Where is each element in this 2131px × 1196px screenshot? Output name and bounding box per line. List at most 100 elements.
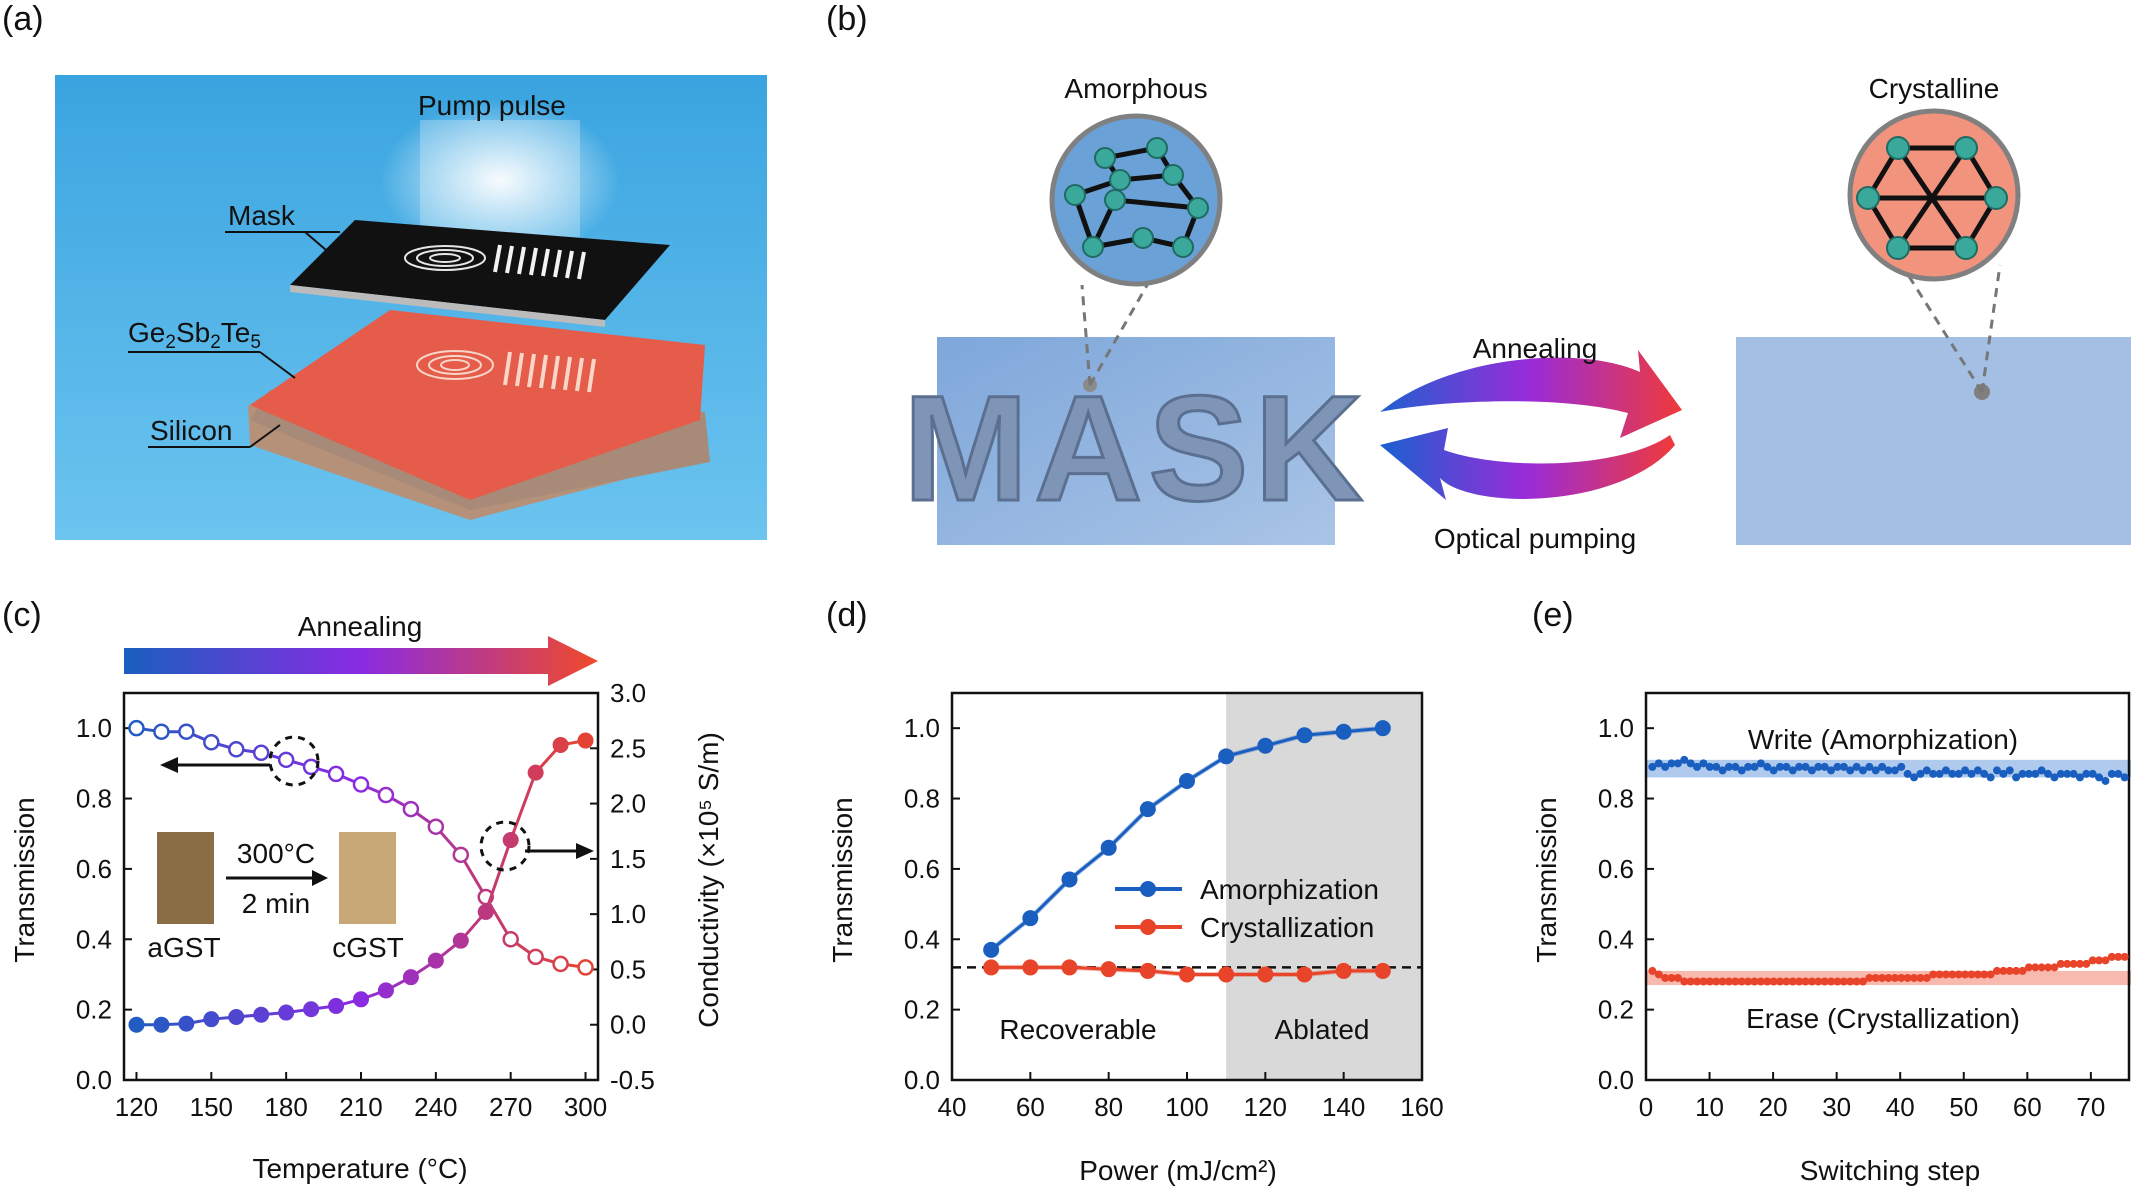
write-point [1916,769,1925,778]
y-tick-label: 0.6 [76,854,112,884]
write-point [1884,766,1893,775]
write-point [2056,769,2065,778]
conductivity-point [427,952,444,969]
series-line-segment [484,839,513,913]
annealing-label: Annealing [1473,333,1598,364]
y-tick-label: 0.4 [76,924,112,954]
write-point [2050,773,2059,782]
y-tick-label: 0.4 [904,924,940,954]
amorphous-label: Amorphous [1064,73,1207,104]
write-point [1878,762,1887,771]
write-point [1648,762,1657,771]
erase-point [1705,977,1714,986]
erase-point [2037,963,2046,972]
x-tick-label: 300 [564,1092,607,1122]
crystallization-point [1374,962,1391,979]
x-tick-label: 80 [1094,1092,1123,1122]
transmission-point [577,959,594,976]
transmission-point [352,776,370,793]
erase-point [1807,977,1816,986]
chart-d-ylabel: Transmission [827,797,858,962]
erase-point [1673,973,1682,982]
transmission-point [552,955,569,973]
write-point [2095,773,2104,782]
optical-pumping-arrow-icon [1380,428,1675,500]
transmission-point [502,931,519,948]
transmission-point [153,723,170,740]
conductivity-point [178,1015,195,1032]
write-point [1929,769,1938,778]
erase-point [1788,977,1797,986]
write-point [1769,766,1778,775]
y-tick-label: 0.0 [1598,1065,1634,1095]
write-point [1718,766,1727,775]
x-tick-label: 60 [2013,1092,2042,1122]
erase-point [1954,970,1963,979]
write-point [2114,769,2123,778]
write-point [1705,762,1714,771]
y-tick-label: 1.0 [76,713,112,743]
x-tick-label: 180 [264,1092,307,1122]
x-tick-label: 20 [1759,1092,1788,1122]
write-point [1871,766,1880,775]
optical-pumping-label: Optical pumping [1434,523,1636,554]
amorphization-point [1139,801,1156,818]
conductivity-point [477,903,494,920]
gst-grating [503,351,596,393]
write-point [1699,759,1708,768]
erase-point [2088,956,2097,965]
write-point [1667,759,1676,768]
crystallization-point [1061,959,1078,976]
y2-tick-label: 2.0 [610,789,646,819]
y2-tick-label: 1.0 [610,899,646,929]
conductivity-point [527,764,544,781]
erase-point [1801,977,1810,986]
x-tick-label: 120 [1244,1092,1287,1122]
erase-point [1782,977,1791,986]
erase-point [1744,977,1753,986]
write-point [1680,755,1689,764]
write-point [1839,762,1848,771]
write-point [1833,762,1842,771]
amorphization-point [1374,720,1391,737]
conductivity-point [203,1011,220,1028]
erase-point [1833,977,1842,986]
write-point [1922,766,1931,775]
x-tick-label: 240 [414,1092,457,1122]
y2-tick-label: 0.5 [610,954,646,984]
write-point [1654,759,1663,768]
write-point [1776,762,1785,771]
write-point [1992,766,2001,775]
write-point [2044,769,2053,778]
write-point [1712,762,1721,771]
transmission-point [402,800,420,818]
transmission-point [427,818,445,835]
y-tick-label: 0.2 [904,995,940,1025]
y2-tick-label: 3.0 [610,678,646,708]
write-point [1827,766,1836,775]
transmission-point [452,846,470,864]
write-point [1967,769,1976,778]
write-point [1788,766,1797,775]
region-ablated-label: Ablated [1275,1014,1370,1045]
x-tick-label: 40 [1886,1092,1915,1122]
amorphization-point [1100,839,1117,856]
chart-c-ylabel: Transmission [9,797,40,962]
legend-crystallization: Crystallization [1200,912,1374,943]
erase-point [2018,966,2027,975]
erase-point [1858,977,1867,986]
erase-point [2044,963,2053,972]
transmission-point [128,719,145,737]
erase-point [1654,970,1663,979]
amorphization-point [1179,772,1195,789]
chart-c-banner: Annealing [298,611,423,642]
erase-point [1948,970,1957,979]
erase-point [1846,977,1855,986]
gst-pattern [416,350,494,380]
conductivity-point [377,982,394,999]
series-line-segment [509,772,538,841]
inset-cgst-label: cGST [332,932,404,963]
x-tick-label: 210 [339,1092,382,1122]
